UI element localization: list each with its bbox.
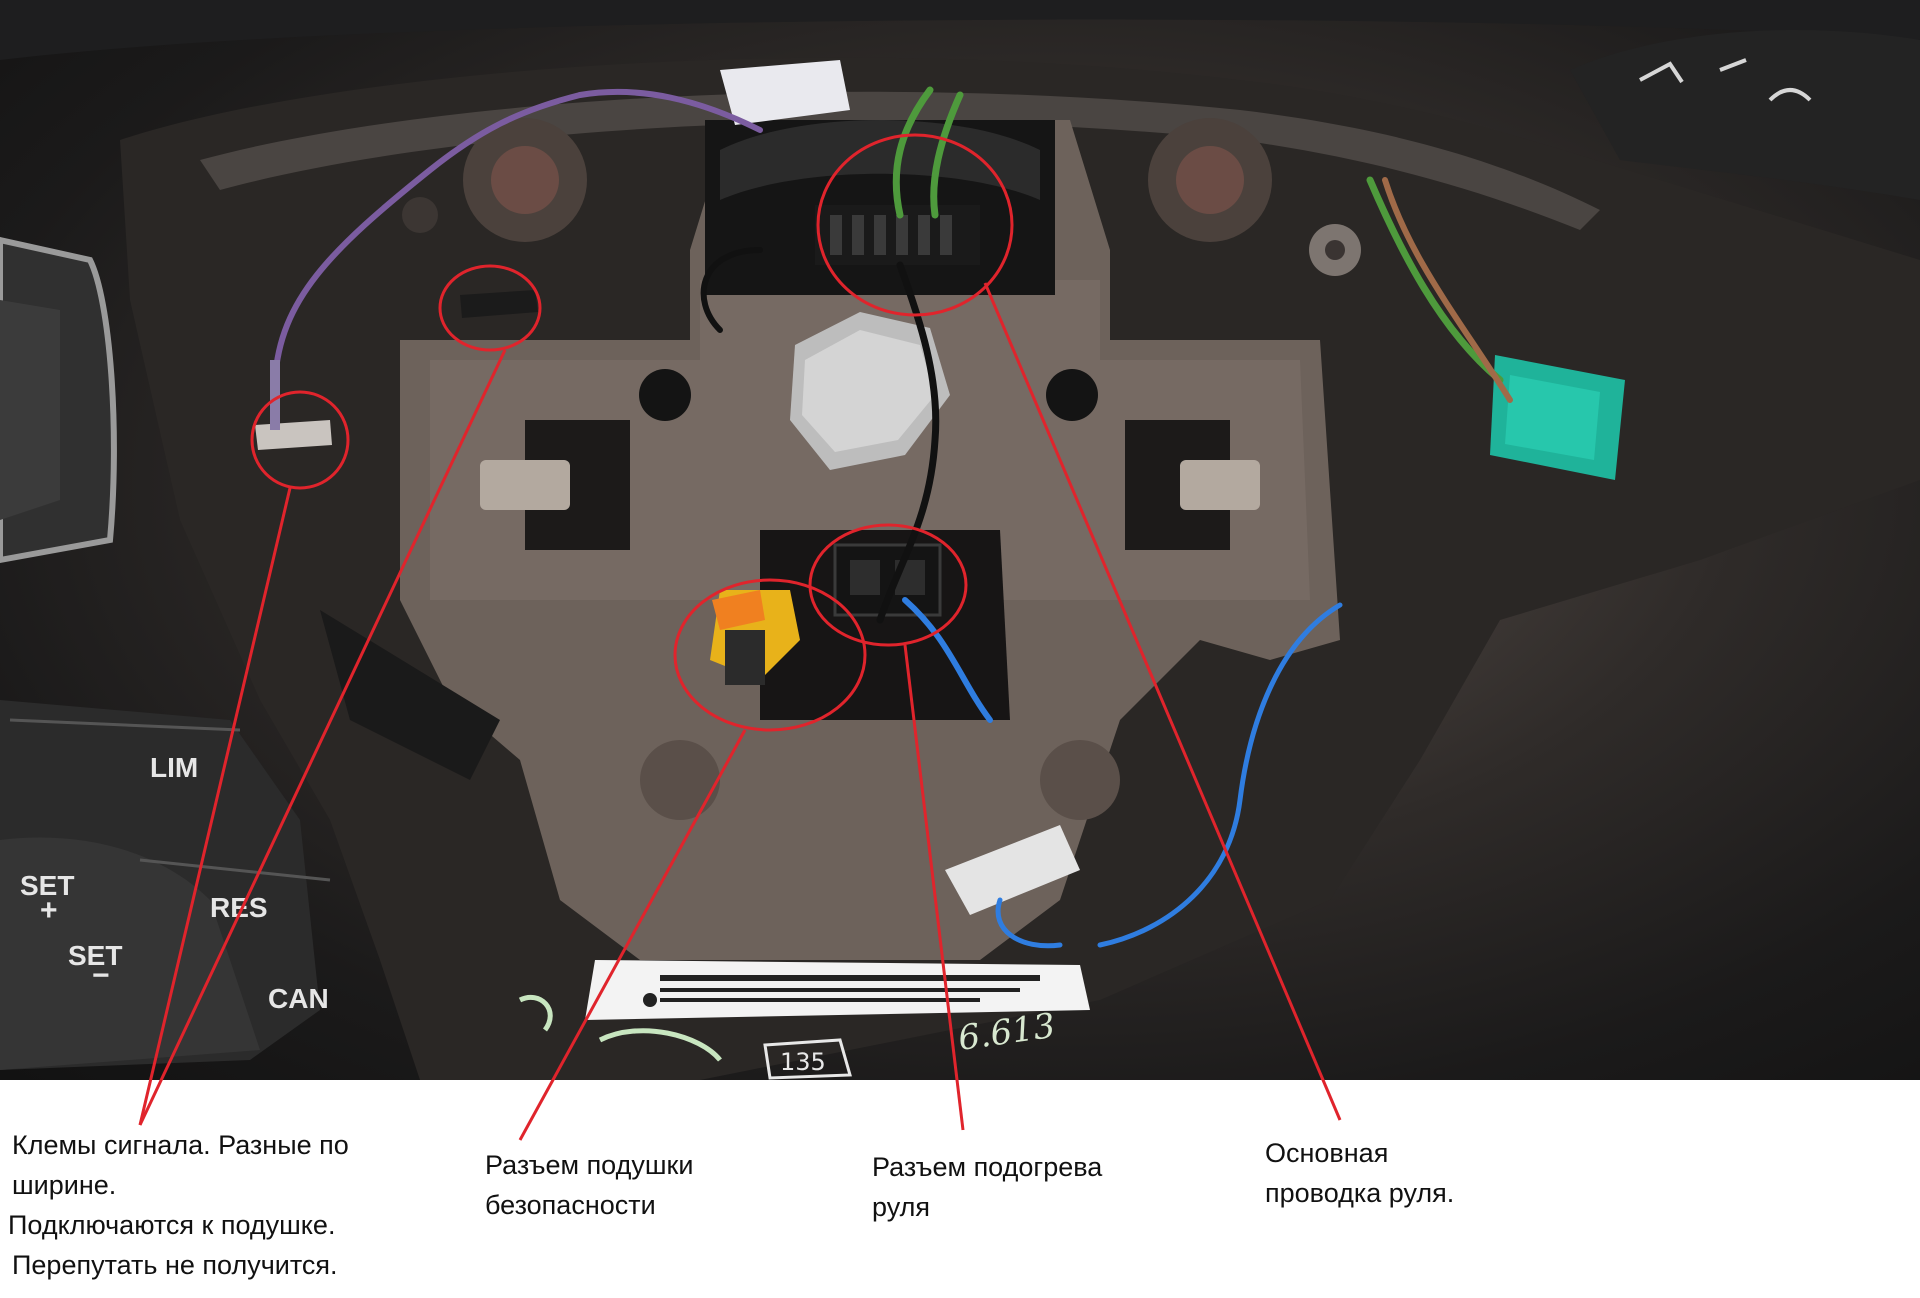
callout-heating-connector: Разъем подогрева руля [872,1147,1102,1227]
set-plus-button-label: SET [20,870,74,901]
set-minus-sign: − [92,959,110,992]
can-button-label: CAN [268,983,329,1014]
set-plus-sign: + [40,894,58,927]
callout-horn-terminals: Клемы сигнала. Разные по ширине. Подключ… [8,1125,349,1285]
steering-wheel-photo: LIM SET + RES SET − CAN 135 6.613 [0,0,1920,1080]
lim-button-label: LIM [150,752,198,783]
heating-connector-circle [808,523,968,647]
callout-line: Разъем подушки [485,1150,694,1180]
callout-line: Подключаются к подушке. [8,1210,336,1240]
airbag-connector-circle [673,578,867,732]
callout-line: Перепутать не получится. [12,1250,338,1280]
callout-line: Клемы сигнала. Разные по [12,1130,349,1160]
hub-sticker-number: 135 [780,1048,826,1076]
res-button-label: RES [210,892,268,923]
callout-main-wiring: Основная проводка руля. [1265,1133,1454,1213]
callout-airbag-connector: Разъем подушки безопасности [485,1145,693,1225]
callout-line: безопасности [485,1190,656,1220]
callout-line: ширине. [12,1170,117,1200]
callout-line: проводка руля. [1265,1178,1455,1208]
callout-line: Разъем подогрева [872,1152,1103,1182]
steering-wheel-hub-illustration: LIM SET + RES SET − CAN 135 6.613 [0,0,1920,1080]
set-minus-button-label: SET [68,940,122,971]
callout-line: руля [872,1192,930,1222]
main-connector-circle [816,133,1014,317]
callout-line: Основная [1265,1138,1389,1168]
